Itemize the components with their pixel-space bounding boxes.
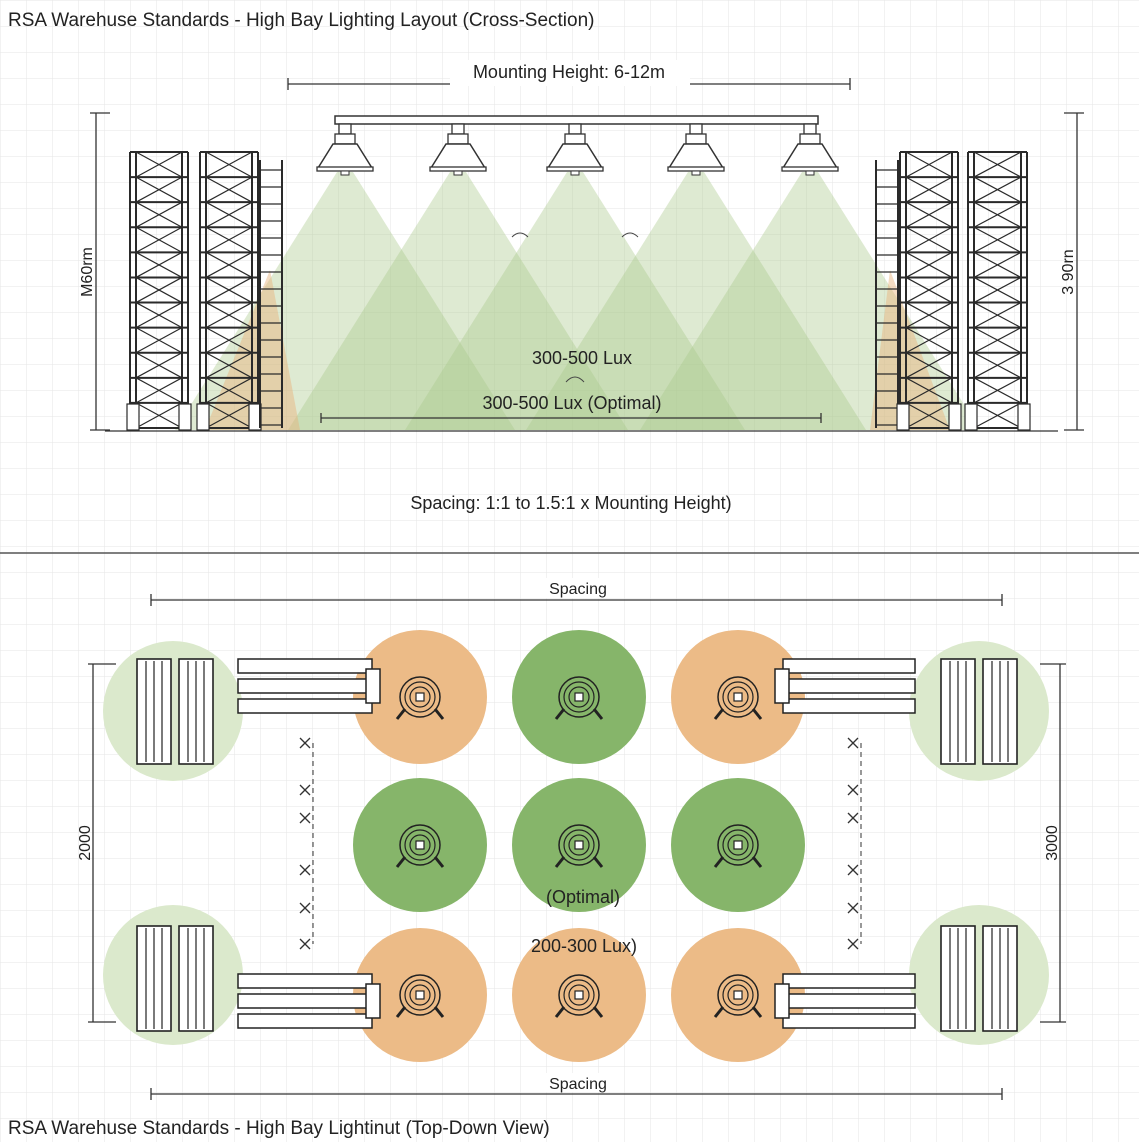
coverage-circle: [909, 905, 1049, 1045]
light-beam: [288, 172, 628, 430]
coverage-circle: [103, 641, 243, 781]
pendant-fixture: [667, 123, 725, 176]
fixture-plan-icon: [713, 974, 763, 1018]
beam-rack: [237, 973, 381, 1029]
fixture-plan-icon: [395, 974, 445, 1018]
top-down-title: RSA Warehuse Standards - High Bay Lighti…: [8, 1118, 550, 1139]
fixture-plan-icon: [713, 824, 763, 868]
light-beam: [405, 172, 745, 430]
top-down-view: Spacing 2000 3000 (Optimal) 200-300 Lux): [8, 578, 1066, 1139]
pendant-fixture: [316, 123, 374, 176]
aisle-markers-right: [847, 737, 862, 950]
aisle-x-marker: [847, 864, 859, 876]
pallet-rack: [136, 925, 214, 1032]
coverage-circle: [103, 905, 243, 1045]
pallet-rack: [940, 658, 1018, 765]
left-racks: [126, 151, 283, 431]
coverage-circle: [909, 641, 1049, 781]
spacing-top-dimension: Spacing: [150, 578, 1003, 606]
aisle-x-marker: [299, 864, 311, 876]
aisle-x-marker: [299, 812, 311, 824]
pendant-fixture: [781, 123, 839, 176]
spacing-bottom-label: Spacing: [549, 1076, 607, 1093]
spacing-bottom-dimension: Spacing: [150, 1073, 1003, 1100]
beam-rack: [774, 658, 916, 714]
aisle-x-marker: [299, 737, 311, 749]
plan-racks: [136, 658, 1018, 1032]
right-plan-dimension: 3000: [1040, 663, 1066, 1023]
lux-label-optimal: 300-500 Lux (Optimal): [482, 393, 661, 413]
fixture-plan-icon: [713, 676, 763, 720]
light-beam: [526, 172, 866, 430]
plan-fixtures: [395, 676, 763, 1018]
right-height-dimension: 3 90rn: [1060, 112, 1084, 431]
storage-rack: [126, 151, 192, 431]
plan-lux-label: 200-300 Lux): [531, 936, 637, 956]
fixture-plan-icon: [554, 676, 604, 720]
fixture-plan-icon: [395, 824, 445, 868]
beam-rack: [774, 973, 916, 1029]
beam-arc-mark: [565, 376, 585, 383]
rack-ladder: [875, 160, 899, 428]
left-height-dimension: M60rm: [79, 112, 110, 431]
storage-rack: [896, 151, 962, 431]
ceiling-bar: [334, 115, 819, 125]
aisle-x-marker: [847, 902, 859, 914]
fixtures: [316, 123, 839, 176]
left-plan-dimension: 2000: [77, 663, 116, 1023]
work-plane-dimension: [320, 413, 822, 423]
aisle-markers-left: [299, 737, 314, 950]
right-racks: [875, 151, 1031, 431]
lux-label-upper: 300-500 Lux: [532, 348, 632, 368]
pendant-fixture: [546, 123, 604, 176]
cross-section-title: RSA Warehuse Standards - High Bay Lighti…: [8, 10, 594, 31]
aisle-x-marker: [299, 938, 311, 950]
aisle-x-marker: [847, 737, 859, 749]
pallet-rack: [940, 925, 1018, 1032]
fixture-plan-icon: [554, 824, 604, 868]
storage-rack: [196, 151, 262, 431]
mounting-height-dimension: Mounting Height: 6-12m: [287, 60, 851, 90]
left-height-label: M60rm: [79, 247, 96, 297]
aisle-x-marker: [847, 784, 859, 796]
mounting-height-label: Mounting Height: 6-12m: [473, 62, 665, 82]
beam-rack: [237, 658, 381, 714]
pallet-rack: [136, 658, 214, 765]
fixture-plan-icon: [554, 974, 604, 1018]
light-beam: [640, 172, 980, 430]
beam-arc-mark: [511, 232, 529, 238]
pendant-fixture: [429, 123, 487, 176]
storage-rack: [964, 151, 1031, 431]
spacing-note: Spacing: 1:1 to 1.5:1 x Mounting Height): [410, 493, 731, 513]
right-plan-dimension-label: 3000: [1044, 825, 1061, 861]
aisle-x-marker: [847, 812, 859, 824]
cross-section-view: RSA Warehuse Standards - High Bay Lighti…: [8, 10, 1084, 513]
optimal-label: (Optimal): [546, 887, 620, 907]
rack-ladder: [259, 160, 283, 428]
fixture-plan-icon: [395, 676, 445, 720]
aisle-x-marker: [299, 784, 311, 796]
right-height-label: 3 90rn: [1060, 249, 1077, 294]
spacing-top-label: Spacing: [549, 581, 607, 598]
aisle-x-marker: [299, 902, 311, 914]
beam-arc-mark: [621, 232, 639, 238]
left-plan-dimension-label: 2000: [77, 825, 94, 861]
aisle-x-marker: [847, 938, 859, 950]
